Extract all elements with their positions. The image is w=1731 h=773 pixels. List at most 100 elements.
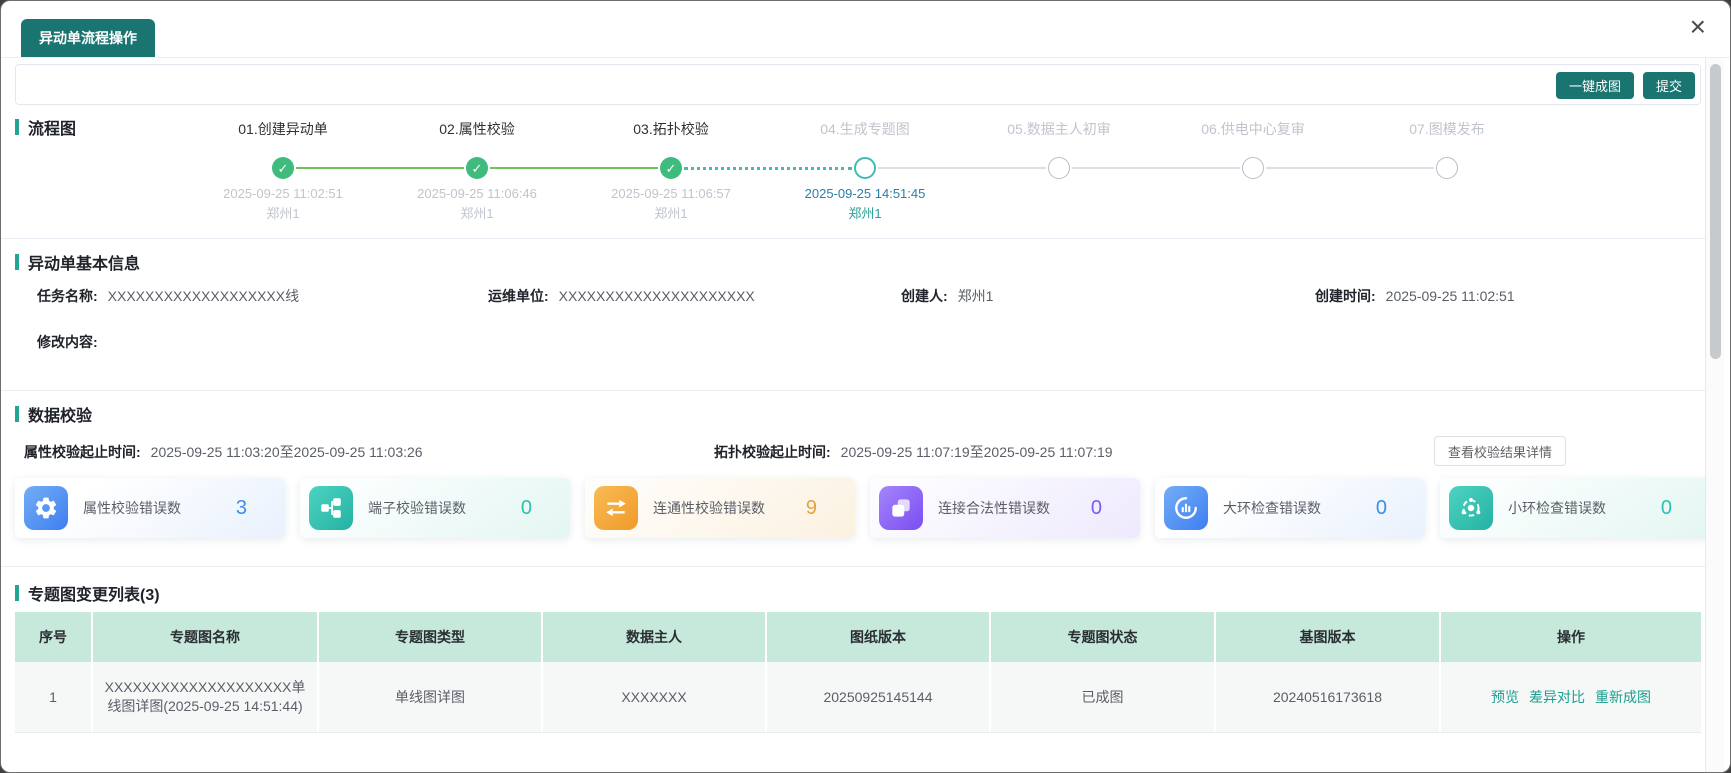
- col-owner: 数据主人: [543, 612, 767, 662]
- step-label: 01.创建异动单: [238, 121, 328, 137]
- create-time-label: 创建时间:: [1315, 288, 1376, 304]
- col-drawing-version: 图纸版本: [767, 612, 991, 662]
- preview-link[interactable]: 预览: [1491, 688, 1519, 705]
- diff-compare-link[interactable]: 差异对比: [1529, 688, 1585, 705]
- cell-name: XXXXXXXXXXXXXXXXXXXX单线图详图(2025-09-25 14:…: [93, 662, 319, 732]
- flow-connector: [1072, 167, 1240, 169]
- regenerate-map-link[interactable]: 重新成图: [1595, 688, 1651, 705]
- view-validation-detail-button[interactable]: 查看校验结果详情: [1434, 436, 1567, 466]
- flow-connector: [1266, 167, 1434, 169]
- creator-field: 创建人: 郑州1: [901, 286, 993, 306]
- attr-time-label: 属性校验起止时间:: [24, 444, 141, 460]
- step-time: 2025-09-25 11:06:46: [417, 186, 537, 201]
- maint-unit-field: 运维单位: XXXXXXXXXXXXXXXXXXXXX: [488, 286, 755, 306]
- stat-value: 0: [1090, 496, 1102, 519]
- task-name-field: 任务名称: XXXXXXXXXXXXXXXXXXX线: [37, 286, 299, 306]
- step-label: 07.图模发布: [1409, 121, 1485, 137]
- topic-map-table: 序号 专题图名称 专题图类型 数据主人 图纸版本 专题图状态 基图版本 操作 1…: [15, 612, 1701, 733]
- stat-value: 0: [520, 496, 532, 519]
- check-icon: ✓: [277, 160, 289, 176]
- maint-unit-label: 运维单位:: [488, 288, 549, 304]
- table-section-header: 专题图变更列表(3): [15, 581, 160, 605]
- step-done-circle: ✓: [466, 157, 488, 179]
- stat-value: 0: [1375, 496, 1387, 519]
- step-label: 03.拓扑校验: [633, 121, 709, 137]
- attr-validation-time: 属性校验起止时间:2025-09-25 11:03:20至2025-09-25 …: [24, 442, 423, 462]
- section-bar: [15, 119, 19, 135]
- vertical-scrollbar-thumb[interactable]: [1710, 64, 1721, 359]
- topic-map-list-section: 专题图变更列表(3) 序号 专题图名称 专题图类型 数据主人 图纸版本 专题图状…: [1, 578, 1707, 772]
- toolbar: 一键成图 提交: [15, 64, 1701, 105]
- col-name: 专题图名称: [93, 612, 319, 662]
- topo-validation-time: 拓扑校验起止时间:2025-09-25 11:07:19至2025-09-25 …: [714, 442, 1113, 462]
- step-pending-circle: [1242, 157, 1264, 179]
- creator-value: 郑州1: [957, 288, 994, 304]
- stat-value: 0: [1660, 496, 1672, 519]
- basic-info-header: 异动单基本信息: [15, 250, 140, 274]
- stat-label: 大环检查错误数: [1223, 500, 1321, 516]
- step-done-circle: ✓: [272, 157, 294, 179]
- step-user: 郑州1: [460, 206, 494, 221]
- creator-label: 创建人:: [901, 288, 948, 304]
- top-divider: [1, 57, 1730, 58]
- step-user: 郑州1: [848, 206, 882, 221]
- step-time: 2025-09-25 11:06:57: [611, 186, 731, 201]
- maint-unit-value: XXXXXXXXXXXXXXXXXXXXX: [558, 288, 755, 304]
- section-bar: [15, 254, 19, 270]
- divider: [1, 238, 1707, 239]
- stat-value: 3: [235, 496, 247, 519]
- loop-chart-icon: [1164, 486, 1208, 530]
- task-name-value: XXXXXXXXXXXXXXXXXXX线: [107, 288, 300, 304]
- col-index: 序号: [15, 612, 93, 662]
- stat-label: 连接合法性错误数: [938, 500, 1050, 516]
- section-bar: [15, 585, 19, 601]
- table-header-row: 序号 专题图名称 专题图类型 数据主人 图纸版本 专题图状态 基图版本 操作: [15, 612, 1701, 662]
- swap-arrows-icon: [594, 486, 638, 530]
- terminal-nodes-icon: [309, 486, 353, 530]
- cell-drawing-version: 20250925145144: [767, 662, 991, 732]
- overlap-link-icon: [879, 486, 923, 530]
- modify-content-label: 修改内容:: [37, 334, 98, 350]
- vertical-scrollbar-track[interactable]: [1705, 58, 1724, 772]
- stat-value: 9: [805, 496, 817, 519]
- flow-section-header: 流程图: [15, 115, 76, 139]
- divider: [1, 566, 1707, 567]
- stat-label: 属性校验错误数: [83, 500, 181, 516]
- gear-icon: [24, 486, 68, 530]
- stat-label: 小环检查错误数: [1508, 500, 1606, 516]
- step-current-circle: [854, 157, 876, 179]
- submit-button[interactable]: 提交: [1642, 72, 1695, 99]
- col-actions: 操作: [1557, 629, 1585, 645]
- flow-section: 流程图 01.创建异动单 ✓ 2025-09-25 11:02:51 郑州1 0…: [1, 113, 1707, 223]
- cell-owner: XXXXXXX: [543, 662, 767, 732]
- cell-base-version: 20240516173618: [1216, 662, 1441, 732]
- stat-label: 端子校验错误数: [368, 500, 466, 516]
- flow-connector: [878, 167, 1046, 169]
- stat-label: 连通性校验错误数: [653, 500, 765, 516]
- step-label: 05.数据主人初审: [1007, 121, 1111, 137]
- dialog-title-tab: 异动单流程操作: [21, 19, 155, 57]
- orbit-icon: [1449, 486, 1493, 530]
- create-time-field: 创建时间: 2025-09-25 11:02:51: [1315, 286, 1515, 306]
- step-done-circle: ✓: [660, 157, 682, 179]
- basic-info-title: 异动单基本信息: [28, 256, 141, 273]
- validation-header: 数据校验: [15, 402, 92, 426]
- create-time-value: 2025-09-25 11:02:51: [1385, 288, 1515, 304]
- col-type: 专题图类型: [319, 612, 543, 662]
- basic-info-section: 异动单基本信息 任务名称: XXXXXXXXXXXXXXXXXXX线 运维单位: X…: [1, 250, 1707, 380]
- step-time: 2025-09-25 11:02:51: [223, 186, 343, 201]
- flow-section-title: 流程图: [28, 121, 77, 138]
- col-status: 专题图状态: [991, 612, 1216, 662]
- validation-title: 数据校验: [28, 408, 93, 425]
- divider: [1, 390, 1707, 391]
- task-name-label: 任务名称:: [37, 288, 98, 304]
- cell-index: 1: [15, 662, 93, 732]
- table-row: 1 XXXXXXXXXXXXXXXXXXXX单线图详图(2025-09-25 1…: [15, 662, 1701, 733]
- stat-card-attr-errors: 属性校验错误数 3: [15, 478, 285, 538]
- flow-connector: [490, 167, 658, 169]
- close-icon[interactable]: ×: [1689, 11, 1706, 42]
- stat-card-connectivity-errors: 连通性校验错误数 9: [585, 478, 855, 538]
- stat-card-big-loop-errors: 大环检查错误数 0: [1155, 478, 1425, 538]
- one-click-map-button[interactable]: 一键成图: [1555, 72, 1634, 99]
